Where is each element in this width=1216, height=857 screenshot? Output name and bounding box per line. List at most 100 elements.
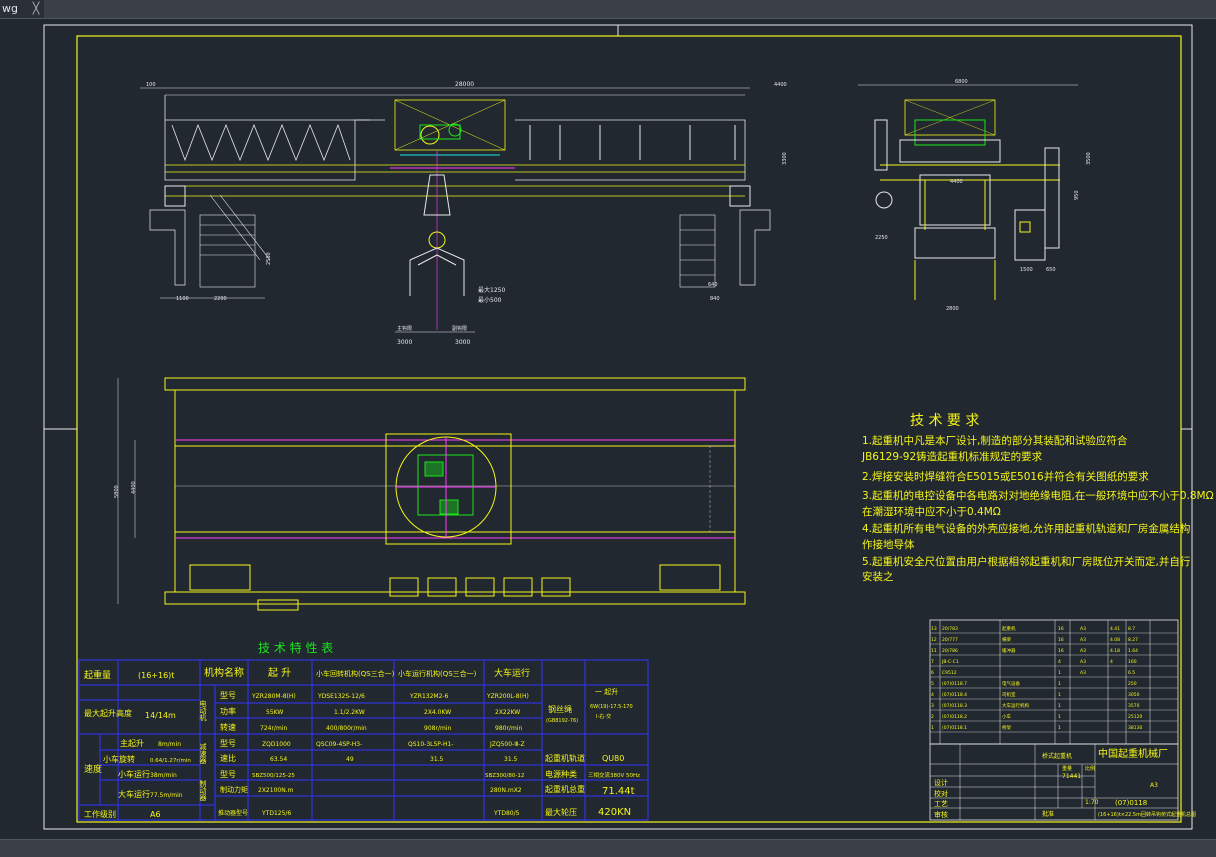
bottom-label: 起重机总重	[545, 784, 585, 794]
status-bar	[0, 839, 1216, 857]
parts-cell-no: 1	[931, 725, 934, 731]
param-label: 转速	[220, 722, 236, 732]
parts-cell-no: 4	[931, 692, 934, 698]
drawing-tab[interactable]: wg ╳	[0, 0, 44, 18]
tech-req-line: 2.焊接安装时焊缝符合E5015或E5016并符合有关图纸的要求	[862, 470, 1149, 483]
speed-row-label: 小车旋转	[103, 754, 135, 764]
parts-cell-name: 司机室	[1002, 691, 1016, 698]
drawing-no: (07)0118	[1115, 799, 1147, 807]
spec-left-label: 起重量	[84, 669, 111, 681]
param-cell: 63.54	[270, 756, 287, 763]
param-cell: JZQ500-Ⅲ-Z	[489, 741, 525, 748]
param-cell: 400/800r/min	[326, 725, 367, 732]
col-header: 起 升	[268, 667, 291, 679]
parts-cell-w2: 38130	[1128, 725, 1142, 731]
param-cell: YTD80/5	[493, 810, 520, 817]
dim-4400: 4400	[774, 82, 787, 88]
group-brake: 制动器	[199, 779, 207, 802]
parts-cell-w2: 250	[1128, 681, 1137, 687]
parts-cell-w2: 6.5	[1128, 670, 1135, 676]
tech-req-line: 安装之	[862, 570, 894, 583]
approve: 批准	[1042, 810, 1054, 818]
spec-left-value: A6	[150, 810, 161, 819]
param-cell: 55KW	[266, 709, 283, 716]
parts-cell-name: 大车运行机构	[1002, 702, 1029, 709]
tech-req-line: 在潮湿环境中应不小于0.4MΩ	[862, 505, 1001, 518]
dim-840: 840	[710, 296, 720, 302]
parts-cell-w2: 3050	[1128, 692, 1140, 698]
group-reducer: 减速器	[199, 742, 207, 765]
tech-req-title: 技 术 要 求	[910, 413, 979, 429]
param-cell: 724r/min	[260, 725, 287, 732]
side-width: 6800	[955, 79, 968, 85]
param-cell: YZR132M2-6	[409, 693, 449, 700]
wire-spec: 6W(19)-17.5-170	[590, 704, 633, 710]
wire-type: 一 起升	[595, 687, 618, 696]
dim-2200: 2200	[214, 296, 227, 302]
dim-2580: 2580	[266, 252, 272, 265]
param-cell: YDSE132S-12/6	[317, 693, 365, 700]
parts-cell-name: 横梁	[1002, 636, 1011, 643]
side-3500: 3500	[1086, 152, 1092, 165]
tab-title: wg	[2, 2, 18, 15]
param-cell: QSC09-4SP-H3-	[316, 741, 362, 748]
param-cell: 2X2100N.m	[258, 787, 294, 794]
parts-cell-w2: 3570	[1128, 703, 1140, 709]
parts-cell-name: 起重机	[1002, 625, 1016, 632]
speed-row-value: 0.64/1.27r/min	[150, 758, 191, 764]
side-1500: 1500	[1020, 267, 1033, 273]
param-cell: 2X22KW	[495, 709, 520, 716]
speed-row-label: 大车运行	[118, 789, 150, 799]
hook-min: 最小500	[478, 296, 502, 304]
parts-cell-no: 6	[931, 670, 934, 676]
row-label: 设计	[934, 778, 948, 787]
side-4400: 4400	[950, 179, 963, 185]
parts-cell-w1: 4.18	[1110, 648, 1120, 654]
param-cell: YTD125/6	[261, 810, 291, 817]
parts-cell-code: (07)0118.3	[942, 703, 967, 709]
parts-cell-mat: A3	[1080, 637, 1086, 643]
plan-view: 5800 4400	[114, 377, 746, 611]
parts-cell-qty: 1	[1058, 681, 1061, 687]
wire-spec2: Ⅰ-右-交	[596, 713, 611, 720]
parts-cell-w1: 4.08	[1110, 637, 1120, 643]
close-icon[interactable]: ╳	[32, 2, 40, 15]
hook-main-label: 主钩限	[397, 325, 412, 332]
scale: 1:70	[1085, 799, 1099, 806]
hook-main-val: 3000	[397, 339, 412, 346]
parts-cell-w2: 8.27	[1128, 637, 1138, 643]
parts-cell-w1: 4.41	[1110, 626, 1120, 632]
drawing-canvas[interactable]: 28000 100 4400 最大1250 最小500	[0, 19, 1216, 839]
cad-drawing: 28000 100 4400 最大1250 最小500	[43, 24, 1214, 830]
parts-cell-mat: A3	[1080, 659, 1086, 665]
front-elevation: 28000 100 4400 最大1250 最小500	[140, 81, 788, 346]
parts-cell-qty: 16	[1058, 626, 1064, 632]
dim-3300: 3300	[782, 152, 788, 165]
param-cell: ZQD1000	[262, 741, 291, 748]
weight-label: 重量	[1062, 765, 1072, 772]
technical-requirements: 技 术 要 求 1.起重机中凡是本厂设计,制造的部分其装配和试验应符合 JB61…	[861, 413, 1214, 583]
parts-cell-code: JB-C-C1	[941, 659, 959, 665]
tech-req-line: 作接地导体	[862, 538, 915, 551]
side-elevation: 6800 4400 2250 1500 650 2800 950 3500	[858, 79, 1092, 312]
parts-cell-w2: 160	[1128, 659, 1137, 665]
spec-left-label: 工作级别	[84, 809, 116, 819]
col-header: 大车运行	[494, 667, 530, 679]
param-cell: 1.1/2.2KW	[334, 709, 365, 716]
param-cell: QS10-3L5P-H1-	[408, 741, 453, 748]
parts-cell-name: 桥架	[1002, 724, 1011, 731]
company: 中国起重机械厂	[1098, 747, 1168, 760]
bottom-value: 420KN	[598, 807, 631, 818]
tech-req-line: 1.起重机中凡是本厂设计,制造的部分其装配和试验应符合	[862, 434, 1128, 447]
param-label: 制动力矩	[220, 785, 248, 794]
parts-cell-qty: 1	[1058, 703, 1061, 709]
col-header: 小车运行机构(QS三合一)	[398, 669, 477, 678]
parts-cell-code: (07)0118.1	[942, 725, 967, 731]
parts-cell-qty: 1	[1058, 692, 1061, 698]
param-cell: SBZ300/80-12	[485, 773, 524, 779]
spec-left-label: 最大起升高度	[84, 708, 132, 718]
tech-req-line: 5.起重机安全尺位置由用户根据相邻起重机和厂房既位开关而定,并自行	[862, 555, 1191, 568]
parts-cell-w1: 4	[1110, 659, 1113, 665]
bottom-value: 三相交流380V 50Hz	[588, 771, 640, 779]
hook-aux-val: 3000	[455, 339, 470, 346]
